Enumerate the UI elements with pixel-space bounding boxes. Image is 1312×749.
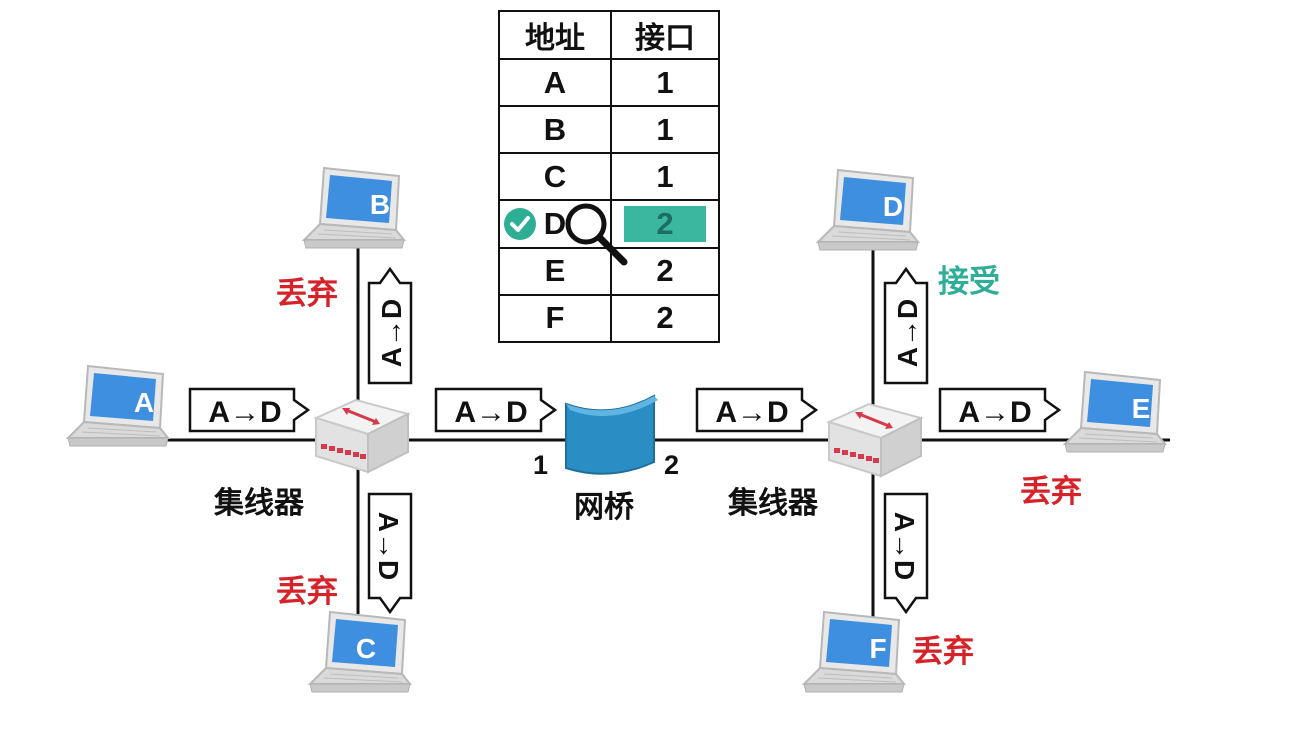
match-check-icon [504,208,536,241]
status-e-discard: 丢弃 [1020,474,1082,509]
frame-label-b: A→D [376,299,407,367]
host-f-label: F [869,633,886,664]
cell-address: F [498,293,612,344]
cell-address-text: D [543,206,567,242]
frame-arrow-to-d [883,266,929,385]
status-d-accept: 接受 [938,264,1000,299]
frame-label-2: A→D [454,396,527,429]
col-header-address: 地址 [498,10,612,60]
cell-address: B [498,105,612,155]
bridge-port-2: 2 [664,450,680,480]
hub-right-label: 集线器 [728,487,818,520]
frame-arrow-to-c [367,492,413,615]
cell-port: 2 [610,246,720,296]
cell-port: 1 [610,152,720,202]
hub-right-icon [827,402,923,478]
host-c-label: C [356,633,376,664]
host-e-label: E [1132,393,1151,424]
cell-address: A [498,57,612,108]
cell-port-highlight: 2 [624,206,706,243]
laptop-f-icon [803,611,905,693]
table-row: E 2 [498,246,720,296]
table-header-row: 地址 接口 [498,10,720,60]
table-row: C 1 [498,152,720,202]
frame-arrow-bridge-to-hub [695,387,819,433]
frame-arrow-to-b [367,266,413,385]
status-f-discard: 丢弃 [912,634,974,669]
frame-label-1: A→D [208,396,281,429]
table-row-highlighted: D 2 [498,199,720,249]
status-b-discard: 丢弃 [276,276,338,311]
magnifier-icon [565,203,628,266]
frame-arrow-a-to-hub [188,387,311,433]
cell-address: C [498,152,612,202]
cell-address: E [498,246,612,296]
frame-label-c: A→D [373,512,404,580]
bridge-port-1: 1 [533,450,549,480]
hub-left-label: 集线器 [214,487,304,520]
frame-label-3: A→D [715,396,788,429]
col-header-port: 接口 [610,10,720,60]
table-row: A 1 [498,57,720,108]
cell-port: 2 [610,199,720,249]
cell-port: 1 [610,57,720,108]
bridge-label: 网桥 [574,491,634,524]
frame-arrow-hub-to-e [938,387,1062,433]
status-c-discard: 丢弃 [276,574,338,609]
frame-label-f: A→D [889,512,920,580]
frame-label-4: A→D [958,396,1031,429]
cell-port: 1 [610,105,720,155]
frame-arrow-hub-to-bridge [434,387,558,433]
hub-left-icon [314,398,410,474]
table-row: B 1 [498,105,720,155]
table-row: F 2 [498,293,720,344]
cell-port: 2 [610,293,720,344]
forwarding-table: 地址 接口 A 1 B 1 C 1 D 2 E 2 F 2 [498,10,720,344]
frame-arrow-to-f [883,492,929,615]
host-d-label: D [883,191,903,222]
bridge-icon [565,394,658,475]
frame-label-d: A→D [892,299,923,367]
host-b-label: B [370,189,390,220]
host-a-label: A [134,387,154,418]
